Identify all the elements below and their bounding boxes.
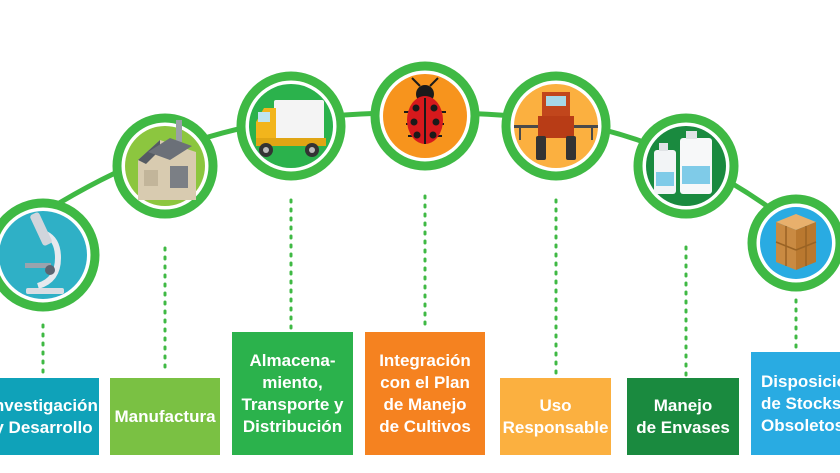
stage-label-integracion: Integración con el Plan de Manejo de Cul…: [365, 332, 485, 455]
truck-icon: [256, 100, 326, 157]
stage-label-uso-responsable: Uso Responsable: [500, 378, 611, 455]
stage-circle-3: [236, 71, 346, 181]
stage-label-manufactura: Manufactura: [110, 378, 220, 455]
stage-circle-2: [112, 113, 218, 219]
tractor-icon: [514, 92, 598, 160]
microscope-icon: [25, 212, 64, 294]
stage-label-manejo-envases: Manejo de Envases: [627, 378, 739, 455]
stage-circle-4: [370, 61, 480, 171]
dotted-connectors: [41, 194, 798, 377]
stage-label-disposicion: Disposición de Stocks Obsoletos: [751, 352, 840, 455]
ladybug-icon: [404, 77, 446, 144]
containers-icon: [654, 131, 712, 194]
stage-circle-1: [0, 198, 100, 312]
stage-circle-5: [501, 71, 611, 181]
boxes-icon: [775, 214, 817, 270]
factory-icon: [138, 120, 196, 200]
stage-circle-7: [747, 194, 840, 292]
stage-circle-6: [633, 113, 739, 219]
stage-label-almacenamiento: Almacena- miento, Transporte y Distribuc…: [232, 332, 353, 455]
stage-label-investigacion: Investigación y Desarrollo: [0, 378, 99, 455]
